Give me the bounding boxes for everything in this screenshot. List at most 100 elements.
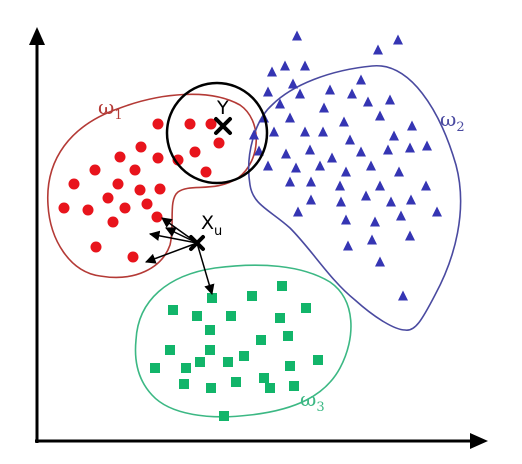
y-axis-arrowhead xyxy=(29,27,45,45)
class1-point xyxy=(135,141,147,153)
class3-label-subscript: 3 xyxy=(316,400,324,415)
class1-label-base: ω xyxy=(98,95,114,119)
class3-point xyxy=(195,357,205,367)
class2-point xyxy=(263,160,273,171)
class1-label: ω1 xyxy=(98,95,123,123)
class3-point xyxy=(192,311,202,321)
class1-point xyxy=(152,118,164,130)
query-xu-base: X xyxy=(201,212,214,234)
class2-point xyxy=(385,94,395,105)
class3-point xyxy=(219,411,229,421)
class2-point xyxy=(363,96,373,107)
class2-point xyxy=(300,126,310,137)
class2-point xyxy=(432,206,442,217)
class1-boundary xyxy=(47,93,258,279)
class1-point xyxy=(68,178,80,190)
class2-point xyxy=(370,216,380,227)
class2-point xyxy=(306,176,316,187)
class2-point xyxy=(281,148,291,159)
class2-point xyxy=(367,234,377,245)
class1-point xyxy=(58,202,70,214)
class2-point xyxy=(288,78,298,89)
class3-point xyxy=(231,377,241,387)
class2-point xyxy=(291,162,301,173)
class3-point xyxy=(313,355,323,365)
class2-boundary xyxy=(247,65,462,331)
class2-point xyxy=(394,166,404,177)
class2-point xyxy=(421,180,431,191)
class3-point xyxy=(265,383,275,393)
query-point-xu xyxy=(189,235,205,251)
neighborhood-circle xyxy=(165,81,269,185)
class3-point xyxy=(168,305,178,315)
class2-point xyxy=(315,160,325,171)
class3-label: ω3 xyxy=(300,387,325,415)
class3-point xyxy=(283,331,293,341)
class2-point xyxy=(341,166,351,177)
class2-point xyxy=(269,126,279,137)
class1-point xyxy=(205,118,217,130)
class2-point xyxy=(249,129,259,140)
query-y-marker xyxy=(214,117,232,135)
class2-point xyxy=(327,152,337,163)
class2-point xyxy=(422,140,432,151)
class2-point xyxy=(356,74,366,85)
class2-point xyxy=(375,256,385,267)
arrow-to-neighbor xyxy=(196,242,215,296)
class1-point xyxy=(184,118,196,130)
class1-point xyxy=(129,164,141,176)
class3-points xyxy=(150,281,323,421)
class3-point xyxy=(150,363,160,373)
class2-point xyxy=(293,206,303,217)
class3-point xyxy=(301,303,311,313)
class2-point xyxy=(361,190,371,201)
class3-point xyxy=(256,335,266,345)
class2-point xyxy=(396,210,406,221)
class2-point xyxy=(285,176,295,187)
class3-point xyxy=(205,325,215,335)
class2-point xyxy=(335,180,345,191)
class1-points xyxy=(58,118,225,263)
class2-point xyxy=(345,134,355,145)
class1-point xyxy=(112,178,124,190)
class2-point xyxy=(386,196,396,207)
class1-point xyxy=(189,146,201,158)
class2-point xyxy=(254,145,264,156)
class2-point xyxy=(263,86,273,97)
class3-point xyxy=(239,351,249,361)
class1-point xyxy=(151,211,163,223)
class2-label-subscript: 2 xyxy=(456,120,464,135)
class2-points xyxy=(249,30,442,301)
class2-point xyxy=(295,88,305,99)
class1-point xyxy=(141,198,153,210)
class2-point xyxy=(285,112,295,123)
class1-point xyxy=(200,166,212,178)
class1-point xyxy=(82,204,94,216)
class3-point xyxy=(259,373,269,383)
class1-point xyxy=(89,164,101,176)
class2-point xyxy=(406,194,416,205)
class2-point xyxy=(356,146,366,157)
class2-point xyxy=(300,60,310,71)
query-xu-subscript: u xyxy=(214,224,222,239)
class2-point xyxy=(275,98,285,109)
class3-point xyxy=(165,345,175,355)
class2-point xyxy=(325,84,335,95)
class3-point xyxy=(181,363,191,373)
class1-label-subscript: 1 xyxy=(114,108,122,123)
class3-point xyxy=(277,281,287,291)
class3-point xyxy=(223,357,233,367)
class2-label: ω2 xyxy=(440,107,465,135)
class2-point xyxy=(347,88,357,99)
class2-point xyxy=(405,230,415,241)
class1-point xyxy=(134,184,146,196)
class2-point xyxy=(366,160,376,171)
arrow-to-neighbor xyxy=(148,230,198,244)
class2-label-base: ω xyxy=(440,107,456,131)
class3-point xyxy=(206,383,216,393)
x-axis-arrowhead xyxy=(470,433,488,449)
class1-point xyxy=(114,151,126,163)
class2-point xyxy=(267,66,277,77)
class2-point xyxy=(306,194,316,205)
